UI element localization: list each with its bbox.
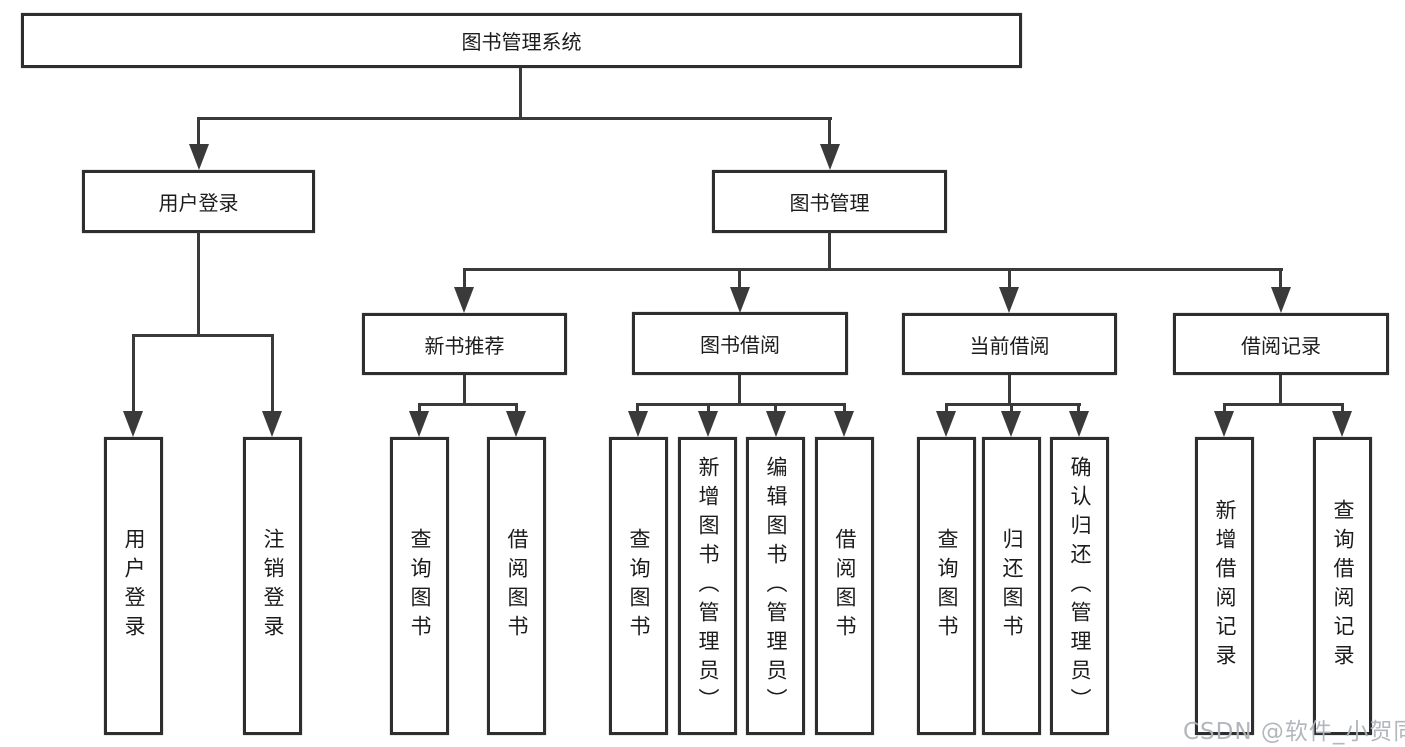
connector-drop-leaf4 — [515, 403, 518, 412]
leaf-query-books-current: 查询图书 — [917, 437, 976, 735]
connector-drop-leaf7 — [774, 403, 777, 412]
connector-g2-hline — [637, 403, 846, 406]
node-book-borrowing: 图书借阅 — [632, 312, 848, 375]
connector-drop-g4 — [1279, 268, 1282, 290]
arrow-down-icon — [834, 411, 854, 437]
arrow-down-icon — [1001, 411, 1021, 437]
arrow-down-icon — [262, 411, 282, 437]
node-root-book-management-system: 图书管理系统 — [21, 13, 1022, 68]
leaf-borrow-books: 借阅图书 — [815, 437, 874, 735]
arrow-down-icon — [1214, 411, 1234, 437]
leaf-return-books: 归还图书 — [982, 437, 1041, 735]
connector-drop-leaf6 — [707, 403, 710, 412]
arrow-down-icon — [628, 411, 648, 437]
connector-drop-leaf10 — [1010, 403, 1013, 412]
arrow-down-icon — [766, 411, 786, 437]
arrow-down-icon — [936, 411, 956, 437]
connector-mgmt-stem — [828, 232, 831, 271]
leaf-add-books-admin: 新增图书（管理员） — [678, 437, 737, 735]
connector-drop-leaf12 — [1223, 403, 1226, 412]
connector-user-hline — [132, 334, 274, 337]
connector-user-stem — [197, 232, 200, 337]
connector-g3-hline — [945, 403, 1081, 406]
connector-drop-user — [197, 117, 200, 146]
connector-drop-leaf1 — [132, 334, 135, 412]
leaf-logout: 注销登录 — [243, 437, 302, 735]
connector-g1-hline — [418, 403, 518, 406]
arrow-down-icon — [189, 144, 209, 170]
arrow-down-icon — [1271, 287, 1291, 313]
connector-drop-leaf2 — [271, 334, 274, 412]
node-user-login-branch: 用户登录 — [82, 170, 315, 233]
arrow-down-icon — [1332, 411, 1352, 437]
leaf-query-books-borrowing: 查询图书 — [609, 437, 668, 735]
arrow-down-icon — [454, 287, 474, 313]
node-current-borrowing: 当前借阅 — [902, 313, 1117, 375]
leaf-add-borrow-record: 新增借阅记录 — [1195, 437, 1254, 735]
connector-drop-g1 — [463, 268, 466, 290]
arrow-down-icon — [1069, 411, 1089, 437]
connector-drop-g3 — [1008, 268, 1011, 290]
connector-g4-stem — [1279, 375, 1282, 406]
arrow-down-icon — [820, 144, 840, 170]
leaf-query-books-recommend: 查询图书 — [390, 437, 449, 735]
connector-drop-leaf11 — [1077, 403, 1080, 412]
leaf-edit-books-admin: 编辑图书（管理员） — [746, 437, 805, 735]
leaf-query-borrow-record: 查询借阅记录 — [1313, 437, 1372, 735]
arrow-down-icon — [123, 411, 143, 437]
connector-g2-stem — [738, 375, 741, 406]
connector-g4-hline — [1223, 403, 1344, 406]
node-book-management-branch: 图书管理 — [712, 170, 947, 233]
arrow-down-icon — [730, 287, 750, 313]
arrow-down-icon — [409, 411, 429, 437]
leaf-confirm-return-admin: 确认归还（管理员） — [1050, 437, 1109, 735]
node-borrowing-records: 借阅记录 — [1173, 313, 1389, 375]
csdn-watermark: CSDN @软件_小贺同学 — [1183, 719, 1405, 745]
node-new-book-recommendation: 新书推荐 — [362, 313, 567, 375]
connector-drop-leaf13 — [1341, 403, 1344, 412]
connector-g1-stem — [463, 375, 466, 406]
connector-drop-leaf8 — [843, 403, 846, 412]
connector-drop-mgmt — [828, 117, 831, 146]
arrow-down-icon — [999, 287, 1019, 313]
connector-root-stem — [519, 68, 522, 119]
connector-drop-leaf3 — [418, 403, 421, 412]
leaf-user-login: 用户登录 — [104, 437, 163, 735]
connector-drop-leaf9 — [945, 403, 948, 412]
connector-drop-leaf5 — [636, 403, 639, 412]
arrow-down-icon — [698, 411, 718, 437]
leaf-borrow-books-recommend: 借阅图书 — [487, 437, 546, 735]
connector-drop-g2 — [738, 268, 741, 290]
connector-level2-hline — [197, 117, 832, 120]
connector-level3-hline — [463, 268, 1283, 271]
arrow-down-icon — [506, 411, 526, 437]
connector-g3-stem — [1008, 375, 1011, 406]
